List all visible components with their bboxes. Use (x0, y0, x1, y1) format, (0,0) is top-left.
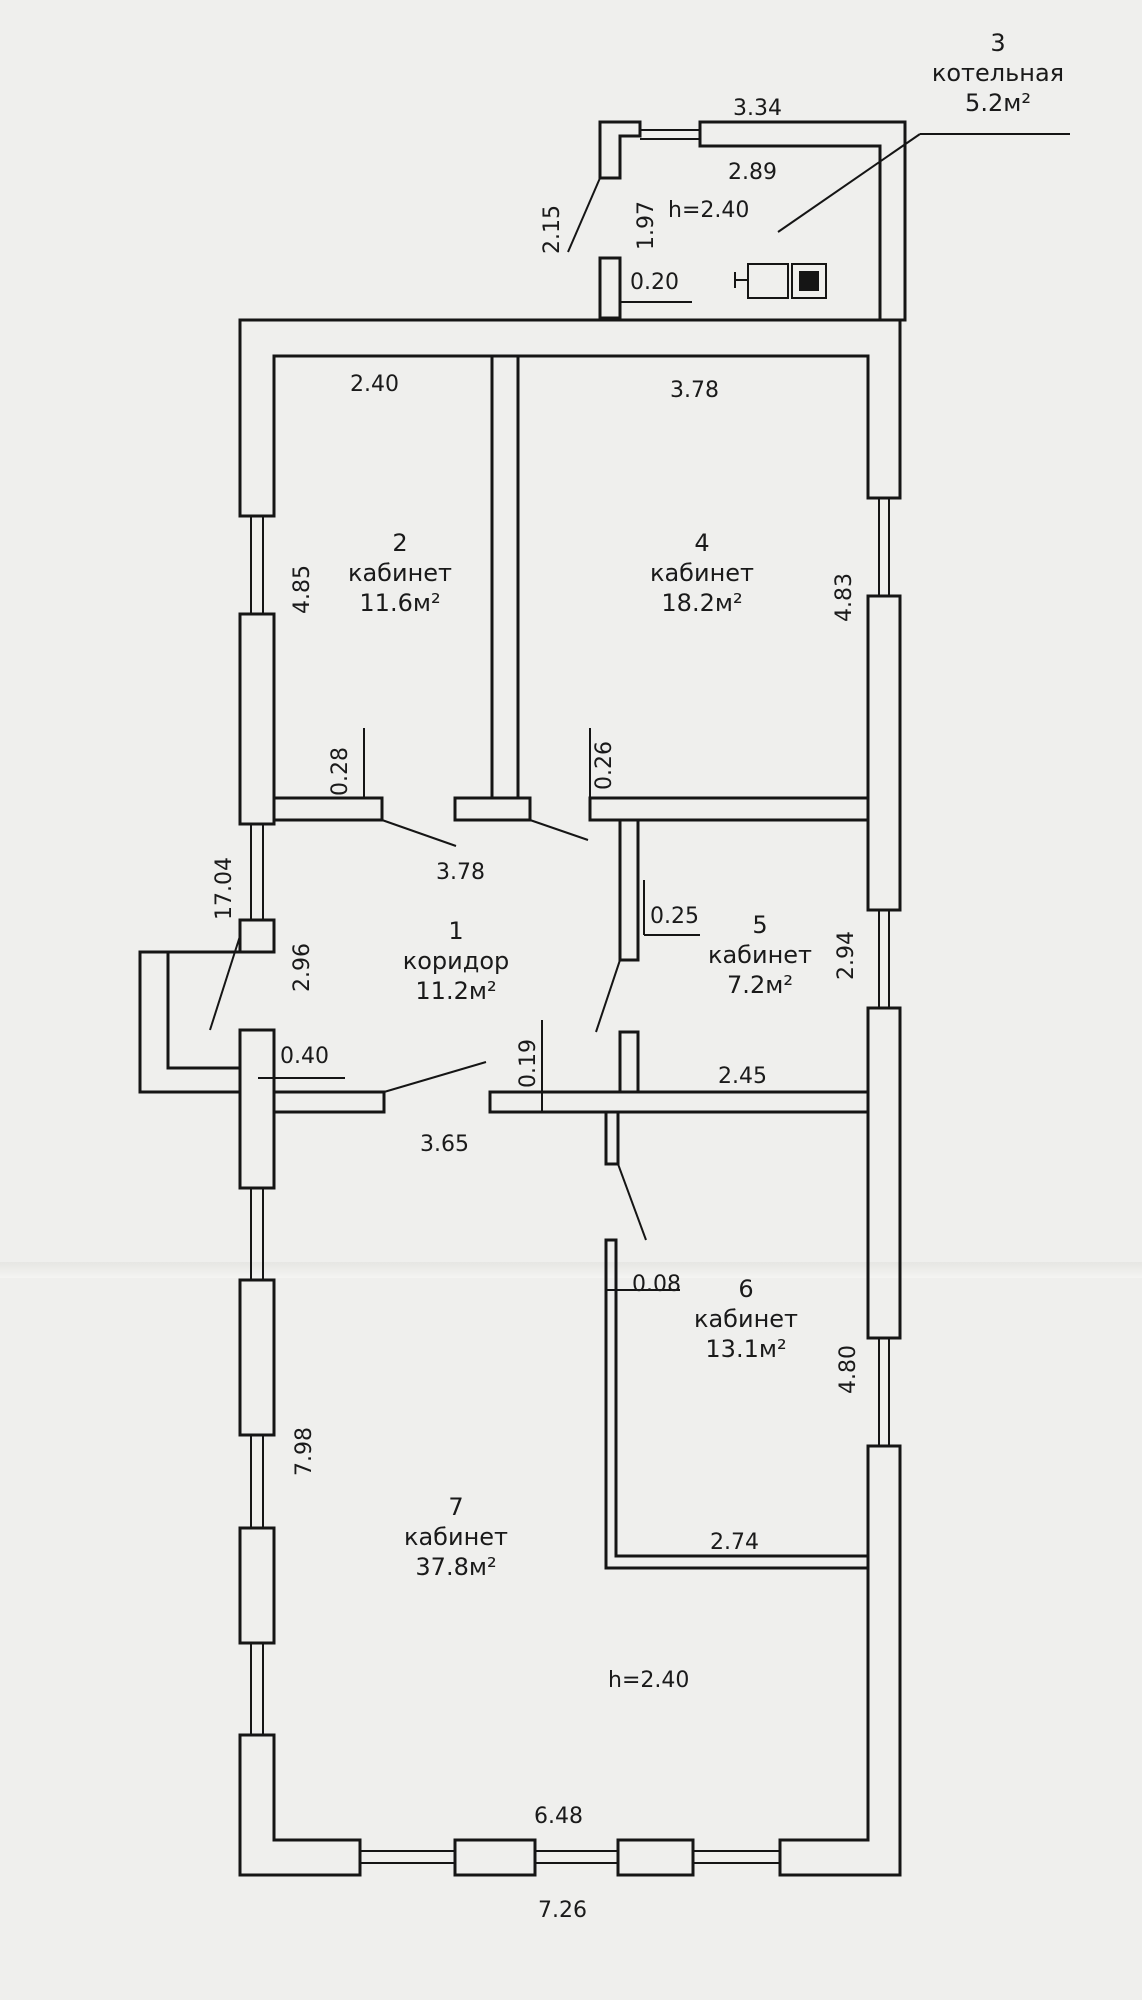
height-boiler: h=2.40 (668, 198, 750, 223)
room-area: 37.8м² (415, 1553, 497, 1581)
dim-4-83: 4.83 (832, 573, 857, 622)
dim-3-78-top: 3.78 (670, 378, 719, 403)
wall-right-1 (866, 594, 902, 912)
dim-3-34: 3.34 (733, 96, 782, 121)
porch (138, 950, 240, 1094)
dim-0-28: 0.28 (328, 747, 353, 796)
dim-2-40: 2.40 (350, 372, 399, 397)
wall-left-4 (238, 1278, 276, 1437)
dim-0-26: 0.26 (592, 741, 617, 790)
dim-0-20: 0.20 (630, 270, 679, 295)
wall-bottom-1 (453, 1838, 537, 1877)
dim-7-26: 7.26 (538, 1898, 587, 1923)
dim-7-98: 7.98 (292, 1427, 317, 1476)
dim-3-65: 3.65 (420, 1132, 469, 1157)
dim-0-08: 0.08 (632, 1272, 681, 1297)
room-name: котельная (931, 59, 1065, 87)
room-4-label: 4 кабинет 18.2м² (650, 528, 754, 618)
room-name: кабинет (707, 941, 813, 969)
wall-r6-stub (604, 1110, 620, 1166)
wall-left-1 (238, 612, 276, 826)
wall-2-4 (490, 354, 520, 800)
room-area: 13.1м² (705, 1335, 787, 1363)
wall-r2-bottom (274, 796, 384, 822)
room-5-label: 5 кабинет 7.2м² (708, 910, 812, 1000)
dim-6-48: 6.48 (534, 1804, 583, 1829)
wall-left-bottom (238, 1733, 362, 1877)
room-area: 18.2м² (661, 589, 743, 617)
room-number: 6 (738, 1275, 754, 1303)
dim-2-94: 2.94 (834, 931, 859, 980)
room-name: кабинет (347, 559, 453, 587)
dim-4-85: 4.85 (290, 565, 315, 614)
wall-left-2 (238, 918, 276, 954)
room-name: кабинет (403, 1523, 509, 1551)
dim-0-40: 0.40 (280, 1044, 329, 1069)
room-1-label: 1 коридор 11.2м² (403, 916, 510, 1006)
wall-bottom-right (778, 1444, 902, 1877)
room-name: кабинет (649, 559, 755, 587)
dim-2-89: 2.89 (728, 160, 777, 185)
dim-2-74: 2.74 (710, 1530, 759, 1555)
room-area: 5.2м² (965, 89, 1031, 117)
dim-17-04: 17.04 (212, 857, 237, 920)
wall-mid-stub (453, 796, 532, 822)
room-name: кабинет (693, 1305, 799, 1333)
boiler-wall (598, 120, 642, 180)
dim-2-45: 2.45 (718, 1064, 767, 1089)
room-2-label: 2 кабинет 11.6м² (348, 528, 452, 618)
wall-r4-bottom (588, 796, 870, 822)
room-number: 1 (448, 917, 464, 945)
room-area: 11.2м² (415, 977, 497, 1005)
dim-1-97: 1.97 (634, 201, 659, 250)
wall-r5-bottom (488, 1090, 870, 1114)
dim-0-25: 0.25 (650, 904, 699, 929)
wall-r6-left (604, 1238, 870, 1570)
room-number: 3 (990, 29, 1006, 57)
wall-r5-left-2 (618, 1030, 640, 1094)
paper-fold (0, 1262, 1142, 1278)
wall-left-5 (238, 1526, 276, 1645)
room-3-label: 3 котельная 5.2м² (932, 28, 1064, 118)
room-number: 4 (694, 529, 710, 557)
height-main: h=2.40 (608, 1668, 690, 1693)
boiler-wall-left-low (598, 256, 622, 320)
dim-0-19: 0.19 (516, 1039, 541, 1088)
room-number: 2 (392, 529, 408, 557)
dim-2-15: 2.15 (540, 205, 565, 254)
boiler-icon (734, 263, 827, 299)
wall-right-2 (866, 1006, 902, 1340)
dim-4-80: 4.80 (836, 1345, 861, 1394)
wall-bottom-2 (616, 1838, 695, 1877)
room-6-label: 6 кабинет 13.1м² (694, 1274, 798, 1364)
outer-wall (238, 318, 902, 518)
room-number: 5 (752, 911, 768, 939)
room-7-label: 7 кабинет 37.8м² (404, 1492, 508, 1582)
dim-2-96: 2.96 (290, 943, 315, 992)
room-area: 7.2м² (727, 971, 793, 999)
dim-3-78-mid: 3.78 (436, 860, 485, 885)
wall-left-3 (238, 1028, 276, 1190)
wall-r5-left (618, 818, 640, 962)
wall-corr-bottom (274, 1090, 386, 1114)
room-name: коридор (402, 947, 510, 975)
room-number: 7 (448, 1493, 464, 1521)
room-area: 11.6м² (359, 589, 441, 617)
